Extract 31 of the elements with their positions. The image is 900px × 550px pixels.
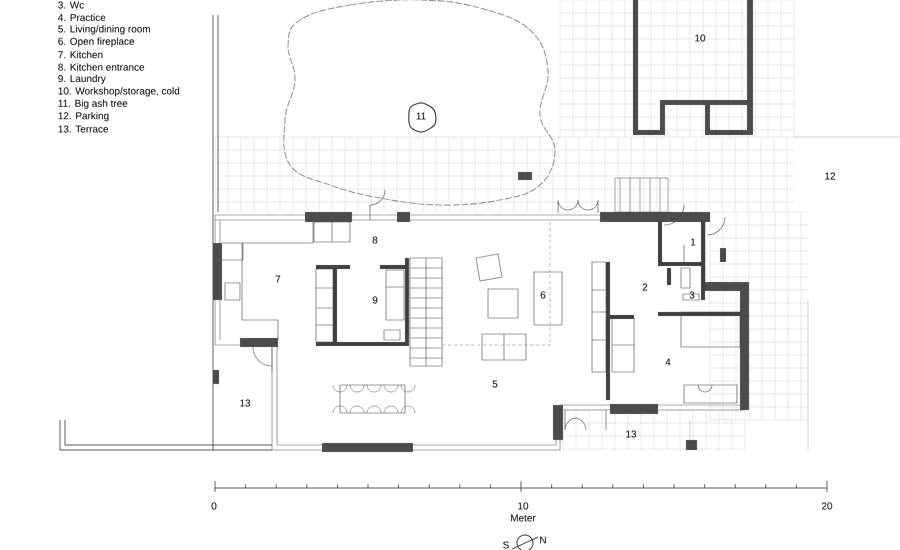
scale-number: 20 (822, 502, 832, 510)
room-number: 13 (240, 400, 250, 407)
legend-item: 3. Wc (58, 1, 84, 9)
room-number: 6 (540, 292, 546, 299)
scale-unit: Meter (511, 514, 536, 522)
scale-number: 10 (518, 502, 528, 510)
room-number: 4 (665, 358, 670, 366)
room-number: 8 (372, 236, 378, 244)
legend-item: 12. Parking (58, 112, 108, 122)
room-number: 1 (691, 238, 696, 246)
room-number: 3 (690, 292, 694, 299)
room-number: 11 (416, 112, 426, 120)
legend-item: 8. Kitchen entrance (58, 63, 144, 71)
legend-item: 9. Laundry (58, 74, 106, 84)
room-number: 9 (372, 296, 378, 304)
scale-number: 0 (212, 502, 216, 510)
room-number: 7 (276, 276, 280, 282)
legend-item: 7. Kitchen (58, 50, 102, 58)
legend-item: 13. Terrace (58, 125, 108, 133)
legend-item: 6. Open fireplace (58, 38, 134, 47)
legend-item: 4. Practice (58, 14, 106, 22)
legend-item: 11. Big ash tree (58, 100, 128, 109)
room-number: 12 (825, 172, 836, 180)
room-number: 5 (492, 380, 498, 388)
room-number: 10 (695, 34, 706, 42)
room-number: 13 (626, 430, 636, 438)
legend-item: 5. Living/dining room (58, 25, 150, 34)
room-number: 2 (642, 284, 648, 290)
compass-letter: N (540, 536, 546, 544)
legend-item: 10. Workshop/storage, cold (58, 87, 180, 96)
compass-letter: S (503, 542, 509, 549)
